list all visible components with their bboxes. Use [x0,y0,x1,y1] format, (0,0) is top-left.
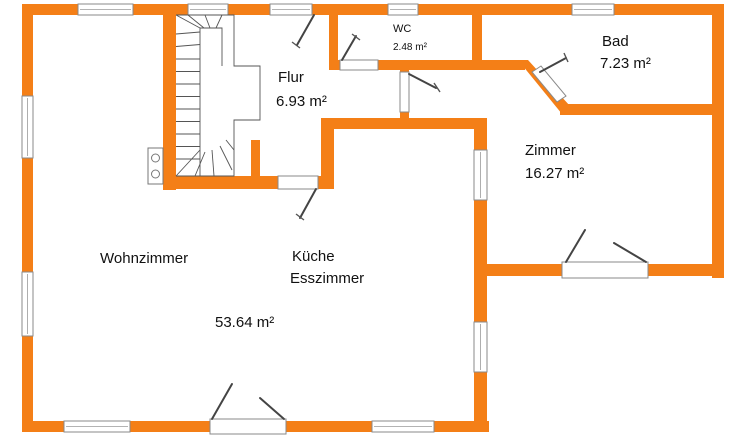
wall-bad-bottom [560,104,724,115]
staircase [175,14,261,177]
stair-tread [225,139,235,151]
wall-right-upper [712,4,724,278]
label-bad: Bad [602,33,629,50]
window-top-1 [77,3,134,16]
window-left-2 [21,271,34,337]
stair-inner-rail [200,27,223,66]
window-bottom-1 [63,420,131,433]
window-bottom-2 [371,420,435,433]
wall-stair-left [163,4,176,190]
door-wc [339,33,379,71]
stair-tread [175,44,201,47]
label-bad-area: 7.23 m² [600,55,651,72]
wall-top [22,4,724,15]
wall-stair-right [251,140,260,180]
window-top-2 [187,3,229,16]
window-left-1 [21,95,34,159]
stair-tread [175,14,201,29]
label-flur: Flur [278,69,304,86]
stove-fixture [147,147,164,185]
door-flur-top [291,14,315,49]
door-zimmer-terrace [561,229,649,279]
wall-wc-bottom [329,60,525,70]
label-zimmer: Zimmer [525,142,576,159]
label-wc-area: 2.48 m² [393,42,428,53]
door-bad [531,52,569,103]
wall-wc-right [472,4,482,70]
door-entrance [209,383,287,435]
window-kitchen-east-2 [473,321,488,373]
label-wc: WC [393,23,411,35]
window-kitchen-east-1 [473,149,488,201]
stair-tread [175,31,201,35]
door-zimmer-corridor [399,71,441,113]
windows [21,3,615,433]
wall-flur-kitchen [321,118,334,189]
stair-tread [204,14,211,29]
window-top-bad [571,3,615,16]
label-kueche-area: 53.64 m² [215,314,274,331]
label-esszimmer: Esszimmer [290,270,364,287]
window-top-wc [387,3,419,16]
label-kueche: Küche [292,248,335,265]
wall-flur-zimmer [321,118,487,129]
window-top-3 [269,3,313,16]
stair-tread [215,14,223,29]
door-flur-kitchen [277,175,319,221]
wall-wc-left [329,4,338,70]
label-flur-area: 6.93 m² [276,93,327,110]
stair-tread [187,14,205,29]
stair-tread [175,149,201,177]
wall-left [22,4,33,432]
stair-tread [194,151,206,177]
doors [209,14,649,435]
label-wohnzimmer: Wohnzimmer [100,250,188,267]
label-zimmer-area: 16.27 m² [525,165,584,182]
stair-tread [219,145,233,171]
stair-tread [211,149,215,177]
